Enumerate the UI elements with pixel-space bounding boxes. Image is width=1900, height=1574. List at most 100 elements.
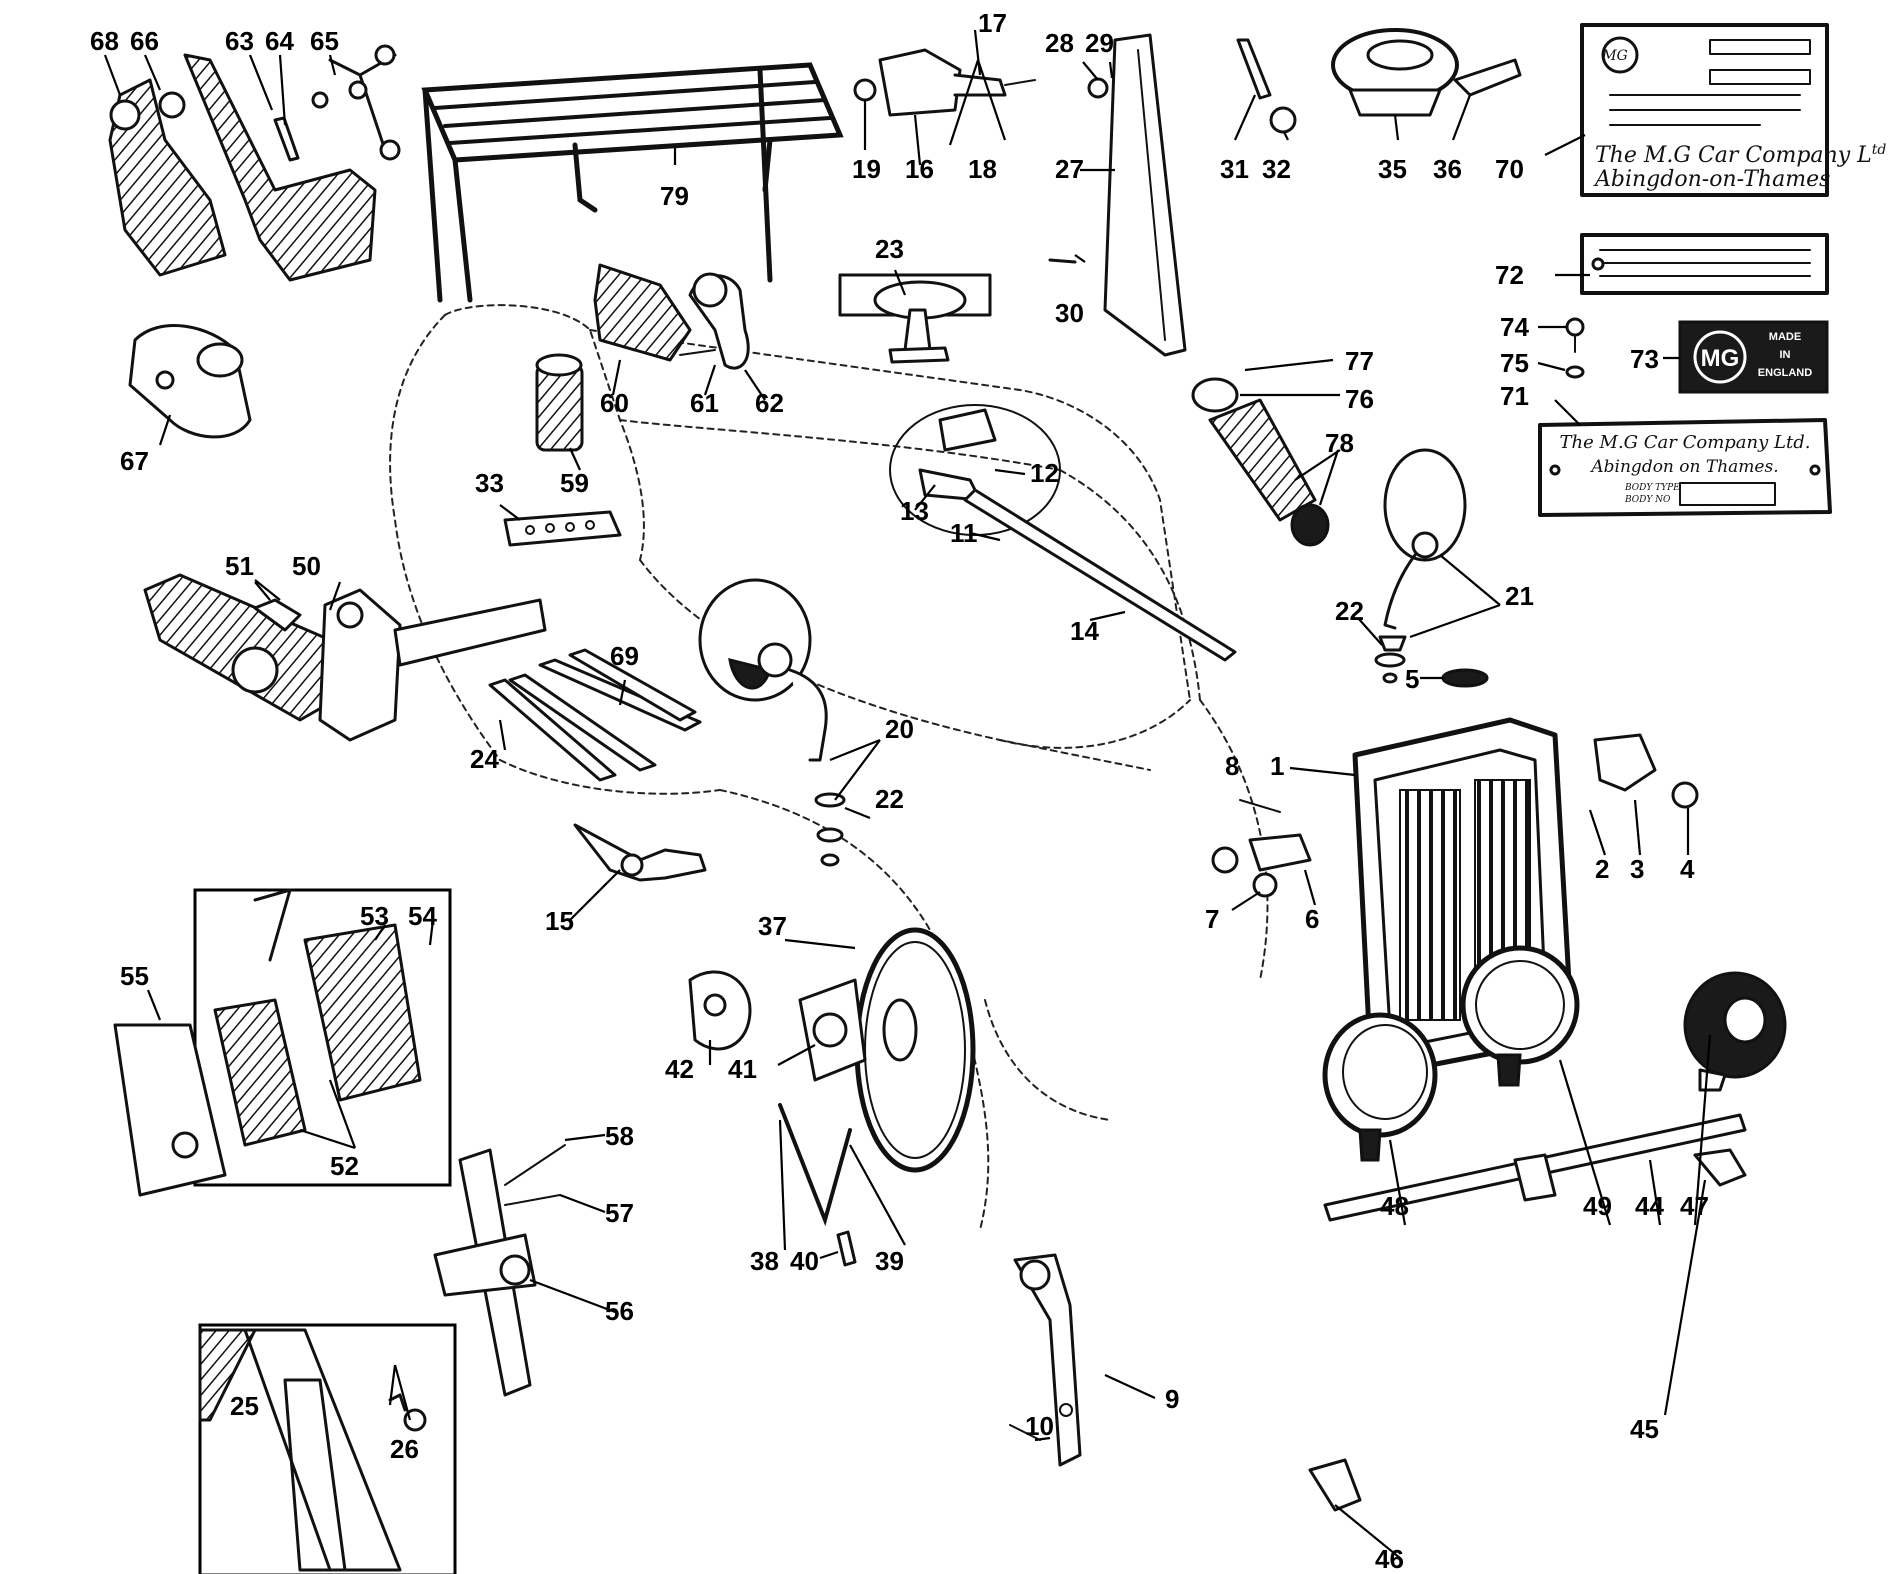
callout-label: 40 — [790, 1246, 819, 1276]
side-strips-part — [488, 648, 702, 782]
callout-label: 61 — [690, 388, 719, 418]
made-in-england-badge: MG MADE IN ENGLAND — [1678, 320, 1829, 394]
callout-label: 31 — [1220, 154, 1249, 184]
patent-plate — [1580, 233, 1829, 295]
callout-label: 71 — [1500, 381, 1529, 411]
callout-label: 26 — [390, 1434, 419, 1464]
chassis-plate-line1: The M.G Car Company Ltd — [1595, 142, 1886, 168]
callout-label: 35 — [1378, 154, 1407, 184]
mirror-head-part — [593, 263, 750, 370]
callout-label: 18 — [968, 154, 997, 184]
callout-label: 79 — [660, 181, 689, 211]
chassis-plate: MG The M.G Car Company Ltd Abingdon-on-T… — [1580, 23, 1886, 197]
callout-label: 44 — [1635, 1191, 1664, 1221]
callout-label: 57 — [605, 1198, 634, 1228]
callout-label: 8 — [1225, 751, 1239, 781]
body-plate-row1: BODY TYPE — [1624, 483, 1680, 493]
callout-label: 48 — [1380, 1191, 1409, 1221]
callout-label: 24 — [470, 744, 499, 774]
callout-label: 13 — [900, 496, 929, 526]
callout-labels: 1 2 3 4 5 6 7 8 9 10 11 12 13 14 15 16 1… — [90, 8, 1709, 1574]
callout-label: 2 — [1595, 854, 1609, 884]
callout-label: 50 — [292, 551, 321, 581]
interior-mirror-part — [838, 273, 992, 364]
callout-label: 7 — [1205, 904, 1219, 934]
callout-label: 27 — [1055, 154, 1084, 184]
badge-line2: IN — [1780, 349, 1791, 361]
callout-label: 70 — [1495, 154, 1524, 184]
wing-mirror-right-part — [1374, 448, 1467, 684]
callout-label: 55 — [120, 961, 149, 991]
callout-label: 60 — [600, 388, 629, 418]
callout-label: 66 — [130, 26, 159, 56]
callout-label: 47 — [1680, 1191, 1709, 1221]
callout-label: 73 — [1630, 344, 1659, 374]
radiator-grille-part — [1211, 717, 1699, 1073]
callout-label: 49 — [1583, 1191, 1612, 1221]
callout-label: 23 — [875, 234, 904, 264]
chassis-plate-line2: Abingdon-on-Thames — [1593, 167, 1830, 192]
bracket-assembly-part — [108, 44, 401, 282]
callout-label: 9 — [1165, 1384, 1179, 1414]
fog-lamp-part — [1322, 1012, 1438, 1162]
callout-label: 14 — [1070, 616, 1099, 646]
hinge-strip-part — [503, 510, 622, 547]
callout-label: 72 — [1495, 260, 1524, 290]
luggage-rack-part — [421, 62, 844, 303]
callout-label: 75 — [1500, 348, 1529, 378]
callout-label: 68 — [90, 26, 119, 56]
plate-screw-parts — [1565, 317, 1585, 379]
callout-label: 54 — [408, 901, 437, 931]
callout-label: 12 — [1030, 458, 1059, 488]
callout-label: 65 — [310, 26, 339, 56]
callout-label: 5 — [1405, 664, 1419, 694]
callout-label: 36 — [1433, 154, 1462, 184]
callout-label: 15 — [545, 906, 574, 936]
bonnet-strap-part — [889, 404, 1237, 662]
callout-label: 45 — [1630, 1414, 1659, 1444]
callout-label: 6 — [1305, 904, 1319, 934]
callout-label: 4 — [1680, 854, 1695, 884]
callout-label: 62 — [755, 388, 784, 418]
callout-label: 25 — [230, 1391, 259, 1421]
callout-label: 42 — [665, 1054, 694, 1084]
callout-label: 56 — [605, 1296, 634, 1326]
callout-label: 30 — [1055, 298, 1084, 328]
body-plate-row2: BODY NO — [1624, 495, 1671, 505]
badge-line3: ENGLAND — [1758, 367, 1812, 379]
horn-part — [1683, 971, 1787, 1092]
wire-wheel-part — [854, 927, 976, 1173]
callout-label: 53 — [360, 901, 389, 931]
callout-label: 64 — [265, 26, 294, 56]
callout-label: 46 — [1375, 1544, 1404, 1574]
body-plate: The M.G Car Company Ltd. Abingdon on Tha… — [1538, 418, 1832, 517]
callout-label: 21 — [1505, 581, 1534, 611]
wheel-tool-part — [778, 1103, 857, 1267]
callout-label: 58 — [605, 1121, 634, 1151]
callout-label: 76 — [1345, 384, 1374, 414]
spare-wheel-carrier-part — [143, 573, 547, 742]
spot-lamp-part — [1460, 945, 1580, 1087]
boot-grommet-part — [1191, 377, 1330, 547]
callout-label: 22 — [1335, 596, 1364, 626]
callout-label: 39 — [875, 1246, 904, 1276]
callout-label: 11 — [950, 518, 978, 548]
mounting-plate-part — [128, 324, 252, 439]
callout-label: 37 — [758, 911, 787, 941]
callout-label: 22 — [875, 784, 904, 814]
callout-label: 78 — [1325, 428, 1354, 458]
bracket-56-part — [433, 1144, 566, 1397]
filler-cap-part — [1331, 28, 1522, 117]
number-plate-bracket-part — [1009, 1253, 1082, 1467]
callout-label: 52 — [330, 1151, 359, 1181]
callout-label: 17 — [978, 8, 1007, 38]
callout-label: 51 — [225, 551, 254, 581]
sleeve-part — [535, 353, 584, 452]
callout-label: 29 — [1085, 28, 1114, 58]
callout-label: 67 — [120, 446, 149, 476]
car-body-outline — [389, 304, 1269, 1231]
badge-line1: MADE — [1769, 331, 1801, 343]
windscreen-inset — [198, 1323, 457, 1574]
callout-label: 77 — [1345, 346, 1374, 376]
